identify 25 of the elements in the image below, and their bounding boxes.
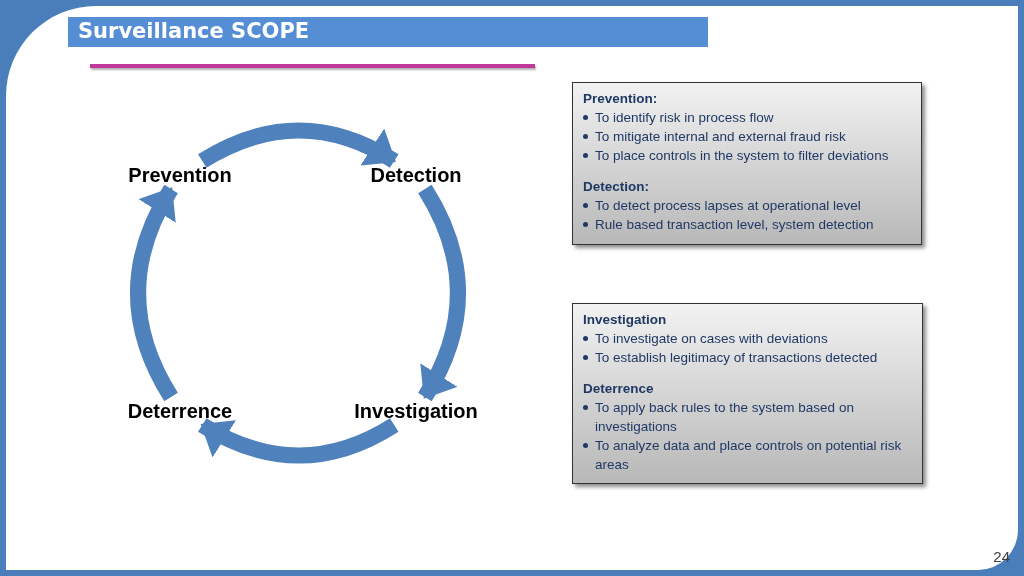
title-bar: Surveillance SCOPE xyxy=(68,17,708,47)
bullet-item: To investigate on cases with deviations xyxy=(583,329,912,348)
section-heading: Investigation xyxy=(583,311,668,329)
bullet-item: To detect process lapses at operational level xyxy=(583,196,911,215)
stage-label: Prevention xyxy=(110,161,250,189)
stage-label: Investigation xyxy=(340,397,492,425)
section-heading: Deterrence xyxy=(583,380,655,398)
section-heading: Prevention: xyxy=(583,90,659,108)
text-panel xyxy=(572,303,923,484)
section-heading: Detection: xyxy=(583,178,650,196)
bullet-item: To place controls in the system to filter deviations xyxy=(583,146,911,165)
bullet-item: To apply back rules to the system based on investigations xyxy=(583,398,912,436)
curved-arrow xyxy=(130,184,178,402)
page-number: 24 xyxy=(993,546,1010,567)
stage-label: Deterrence xyxy=(110,397,250,425)
curved-arrow xyxy=(198,122,399,168)
text-panel xyxy=(572,82,922,245)
bullet-item: To analyze data and place controls on potential risk areas xyxy=(583,436,912,474)
curved-arrow xyxy=(198,418,399,464)
bullet-item: To identify risk in process flow xyxy=(583,108,911,127)
stage-label: Detection xyxy=(350,161,482,189)
curved-arrow xyxy=(418,184,466,402)
bullet-item: Rule based transaction level, system detection xyxy=(583,215,911,234)
bullet-item: To establish legitimacy of transactions detected xyxy=(583,348,912,367)
bullet-item: To mitigate internal and external fraud risk xyxy=(583,127,911,146)
